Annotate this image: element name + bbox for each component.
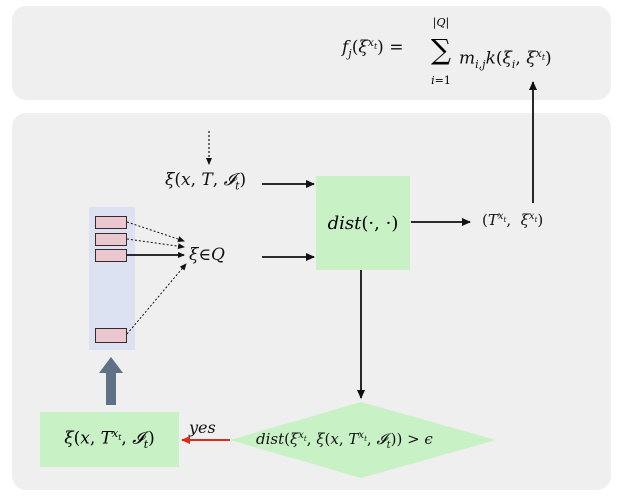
- new-xi-node: ξ(x, Txt, 𝓘t): [40, 412, 179, 467]
- condition-label: dist(ξxt, ξ(x, Txt, 𝓘t)) > ϵ: [256, 430, 433, 451]
- dist-node: dist(·, ·): [316, 176, 410, 270]
- queue-slot: [95, 249, 127, 262]
- queue-slot: [95, 233, 127, 246]
- queue-slot-arrow: [126, 238, 185, 250]
- condition-diamond: [230, 402, 496, 478]
- sum-bottom-limit: i=1: [431, 74, 451, 87]
- queue-slot: [95, 328, 127, 343]
- formula-rhs: mi,jk(ξi, ξxt): [459, 47, 552, 72]
- top-panel: [12, 6, 611, 100]
- up-arrow: [99, 357, 123, 405]
- dist-node-label: dist(·, ·): [327, 212, 399, 234]
- new-xi-label: ξ(x, Txt, 𝓘t): [64, 427, 155, 452]
- xi-input-label: ξ(x, T, 𝓘t): [165, 170, 247, 193]
- sum-top-limit: |Q|: [432, 16, 450, 29]
- queue-slot: [95, 216, 127, 229]
- sum-symbol: ∑: [431, 33, 451, 66]
- yes-label: yes: [189, 418, 216, 437]
- queue-container: [89, 207, 135, 350]
- output-pair-label: (Txt, ξxt): [482, 211, 544, 229]
- queue-slot-arrow: [126, 263, 187, 335]
- xi-in-q-label: ξ∈Q: [189, 245, 225, 265]
- queue-slot-arrow: [126, 221, 185, 242]
- formula: fj(ξxt) =: [342, 36, 404, 61]
